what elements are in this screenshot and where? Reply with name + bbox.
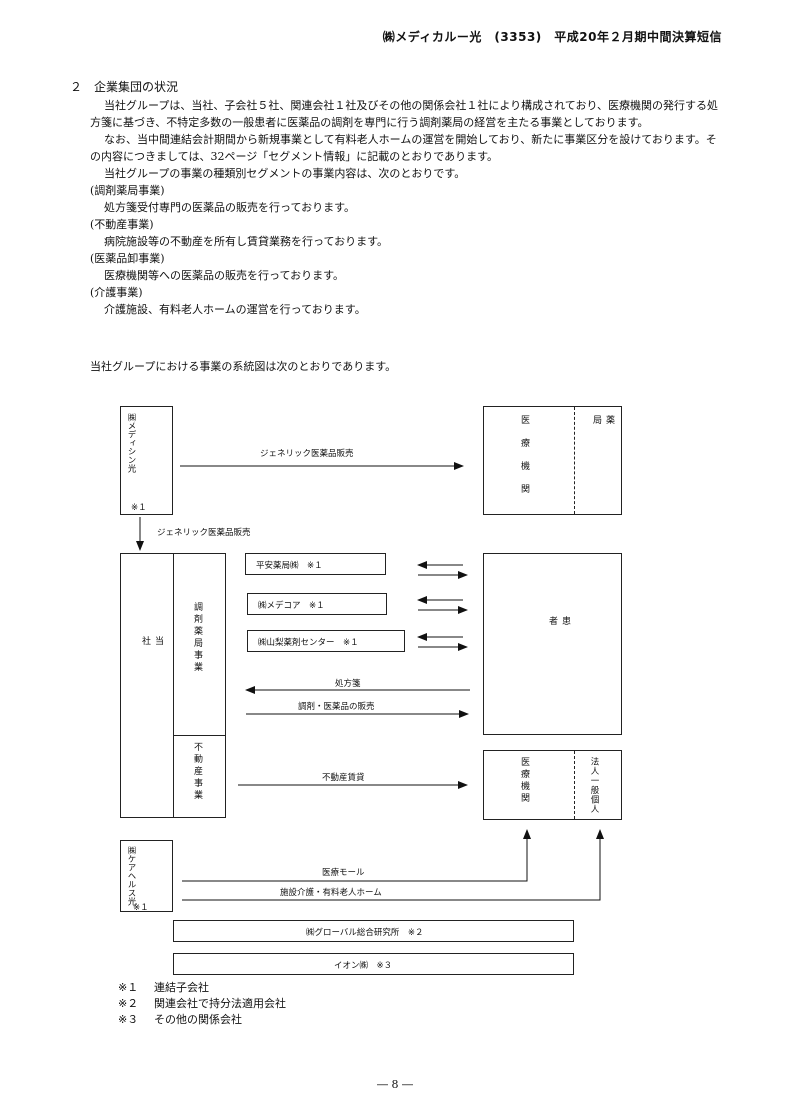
segment-desc: 病院施設等の不動産を所有し賃貸業務を行っております。 (104, 235, 389, 248)
patients-label: 患者 (547, 616, 570, 661)
company-box: 当社 調剤薬局事業 不動産事業 (120, 553, 226, 818)
section-body: 当社グループは、当社、子会社５社、関連会社１社及びその他の関係会社１社により構成… (90, 97, 720, 318)
dispense-sales-label: 調剤・医薬品の販売 (298, 702, 375, 712)
footnote-text: その他の関係会社 (154, 1013, 242, 1026)
system-diagram-intro: 当社グループにおける事業の系統図は次のとおりであります。 (90, 360, 397, 373)
aeon-label: イオン㈱ ※３ (334, 961, 393, 971)
generic-sales-label-down: ジェネリック医薬品販売 (157, 528, 251, 538)
global-research-box: ㈱グローバル総合研究所 ※２ (173, 920, 574, 942)
footnote-mark: ※３ (118, 1013, 139, 1026)
subsidiary-label: 平安薬局㈱ ※１ (256, 561, 323, 571)
footnote-text: 連結子会社 (154, 981, 209, 994)
subsidiary-label: ㈱山梨薬剤センター ※１ (258, 638, 359, 648)
footnote-item: ※２ 関連会社で持分法適用会社 (118, 996, 286, 1012)
dispensing-segment-label: 調剤薬局事業 (192, 602, 202, 674)
realestate-lease-label: 不動産賃貸 (322, 773, 365, 783)
segment-desc: 処方箋受付専門の医薬品の販売を行っております。 (104, 201, 356, 214)
subsidiary-box-medecore: ㈱メデコア ※１ (247, 593, 387, 615)
segment-name: (不動産事業) (90, 218, 154, 231)
pharmacy-label: 薬局 (591, 415, 614, 494)
care-health-box: ㈱ケアヘルス光 ※１ (120, 840, 173, 913)
segment-desc: 介護施設、有料老人ホームの運営を行っております。 (104, 303, 366, 316)
medical-institution-general-box: 医療機関 法人一般個人 (483, 750, 622, 820)
footnote-mark: ※２ (118, 997, 139, 1010)
arrow-facility-care (182, 829, 604, 901)
patients-box: 患者 (483, 553, 622, 735)
segment-desc: 医療機関等への医薬品の販売を行っております。 (104, 269, 345, 282)
arrow-medical-mall (182, 829, 531, 882)
divider (173, 554, 174, 817)
medicine-company-box: ㈱メディシン光 ※１ (120, 406, 173, 515)
segment-name: (調剤薬局事業) (90, 184, 165, 197)
subsidiary-box-heian: 平安薬局㈱ ※１ (245, 553, 386, 575)
page-number: ― 8 ― (377, 1078, 413, 1091)
footnote-item: ※１ 連結子会社 (118, 980, 286, 996)
section-title: ２ 企業集団の状況 (70, 80, 179, 94)
segment-name: (介護事業) (90, 286, 143, 299)
paragraph-3: 当社グループの事業の種類別セグメントの事業内容は、次のとおりです。 (104, 167, 466, 180)
divider (574, 407, 575, 514)
care-health-label: ㈱ケアヘルス光 (126, 846, 136, 906)
realestate-segment-label: 不動産事業 (192, 742, 202, 802)
medical-institution-pharmacy-box: 医療機関 薬局 (483, 406, 622, 515)
document-header: ㈱メディカルー光 (3353) 平成20年２月期中間決算短信 (382, 30, 722, 44)
subsidiary-box-yamanashi: ㈱山梨薬剤センター ※１ (247, 630, 405, 652)
care-health-note: ※１ (133, 903, 149, 913)
corp-general-label: 法人一般個人 (589, 757, 599, 814)
medical-institution-label: 医療機関 (519, 415, 529, 507)
medicine-company-label: ㈱メディシン光 (126, 413, 136, 473)
footnotes: ※１ 連結子会社 ※２ 関連会社で持分法適用会社 ※３ その他の関係会社 (118, 980, 286, 1028)
divider (574, 751, 575, 819)
prescription-label: 処方箋 (335, 679, 361, 689)
paragraph-2: なお、当中間連結会計期間から新規事業として有料老人ホームの運営を開始しており、新… (90, 133, 717, 163)
subsidiary-label: ㈱メデコア ※１ (258, 601, 325, 611)
footnote-mark: ※１ (118, 981, 139, 994)
aeon-box: イオン㈱ ※３ (173, 953, 574, 975)
medical-institution-label: 医療機関 (519, 757, 529, 805)
footnote-item: ※３ その他の関係会社 (118, 1012, 286, 1028)
segment-name: (医薬品卸事業) (90, 252, 165, 265)
footnote-text: 関連会社で持分法適用会社 (154, 997, 286, 1010)
divider (173, 735, 225, 736)
generic-sales-label-top: ジェネリック医薬品販売 (260, 449, 354, 459)
medicine-company-note: ※１ (131, 503, 147, 513)
global-research-label: ㈱グローバル総合研究所 ※２ (306, 928, 424, 938)
company-label: 当社 (140, 636, 163, 725)
facility-care-label: 施設介護・有料老人ホーム (280, 888, 382, 898)
medical-mall-label: 医療モール (322, 868, 365, 878)
paragraph-1: 当社グループは、当社、子会社５社、関連会社１社及びその他の関係会社１社により構成… (90, 99, 719, 129)
